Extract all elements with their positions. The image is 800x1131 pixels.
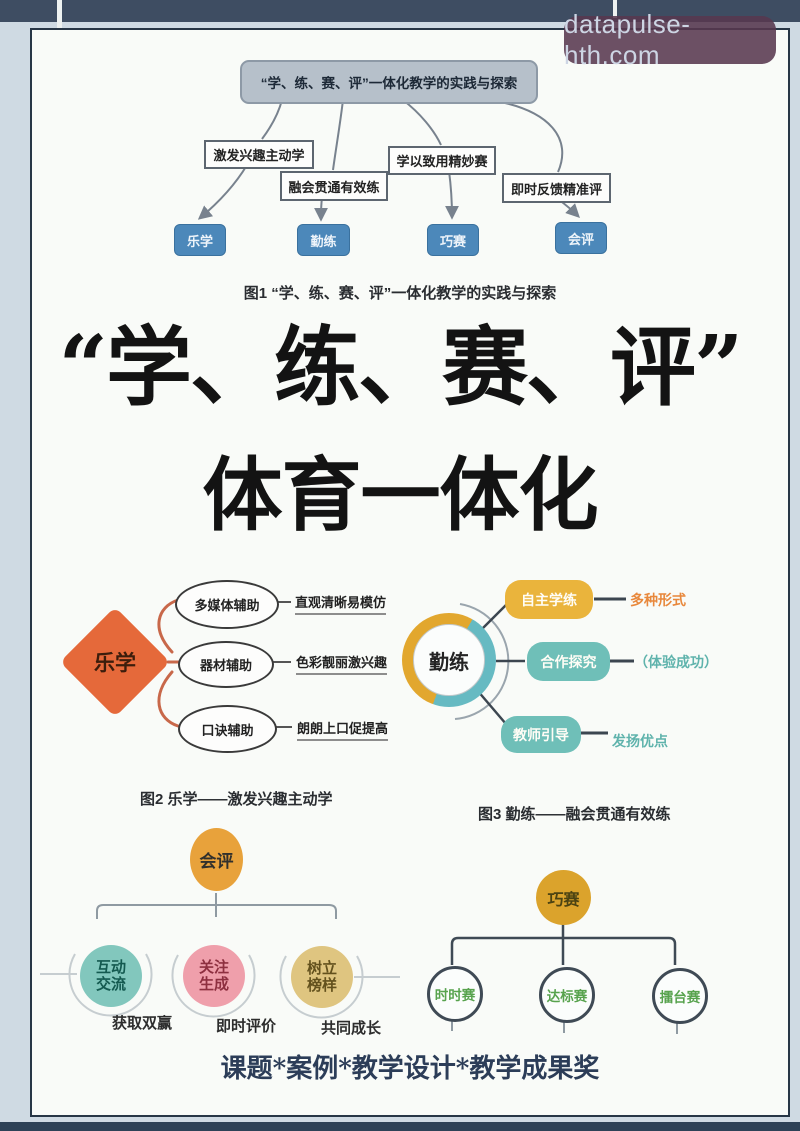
fig3-caption: 图3 勤练——融会贯通有效练 xyxy=(478,806,671,823)
fig2-node-mnemonic: 口诀辅助 xyxy=(178,705,277,753)
fig4-desc-rolemodel: 共同成长 xyxy=(321,1020,382,1037)
poster-page xyxy=(30,28,790,1117)
fig1-node-lexue: 乐学 xyxy=(174,224,226,256)
fig4-node-interaction-line1: 互动 xyxy=(95,958,126,976)
fig4-node-generation-line1: 关注 xyxy=(198,958,229,976)
fig4-node-rolemodel: 树立 榜样 xyxy=(291,946,353,1008)
fig1-branch-compete: 学以致用精妙赛 xyxy=(388,146,496,175)
fig4-node-generation: 关注 生成 xyxy=(183,945,245,1007)
fig1-branch-evaluate: 即时反馈精准评 xyxy=(502,173,611,203)
fig5-node-arenarace: 擂台赛 xyxy=(652,968,708,1024)
fig3-root-label: 勤练 xyxy=(413,624,485,696)
fig2-root-label: 乐学 xyxy=(94,652,136,675)
fig1-node-qinlian: 勤练 xyxy=(297,224,350,256)
fig3-desc-selfstudy: 多种形式 xyxy=(630,592,686,608)
fig2-desc-mnemonic: 朗朗上口促提高 xyxy=(297,718,389,741)
fig4-node-interaction-line2: 交流 xyxy=(95,976,126,993)
fig1-caption: 图1 “学、练、赛、评”一体化教学的实践与探索 xyxy=(243,285,557,302)
fig2-caption: 图2 乐学——激发兴趣主动学 xyxy=(140,791,333,808)
fig1-branch-learn: 激发兴趣主动学 xyxy=(204,140,314,169)
footer-text: 课题*案例*教学设计*教学成果奖 xyxy=(220,1054,600,1084)
fig1-root-box: “学、练、赛、评”一体化教学的实践与探索 xyxy=(240,60,538,104)
fig4-node-rolemodel-line2: 榜样 xyxy=(306,977,337,994)
fig2-node-multimedia: 多媒体辅助 xyxy=(175,580,279,629)
fig5-node-timedrace: 时时赛 xyxy=(427,966,483,1022)
fig3-desc-teacherguide: 发扬优点 xyxy=(612,733,668,749)
fig5-root-circle: 巧赛 xyxy=(536,870,591,925)
fig3-root-ring: 勤练 xyxy=(402,613,496,707)
fig4-node-interaction: 互动 交流 xyxy=(80,945,142,1007)
fig2-desc-multimedia: 直观清晰易模仿 xyxy=(295,592,387,615)
headline-line2: 体育一体化 xyxy=(202,448,599,542)
top-divider-line-left xyxy=(57,0,62,34)
fig4-desc-interaction: 获取双赢 xyxy=(112,1015,173,1032)
fig5-node-standardrace: 达标赛 xyxy=(539,967,595,1023)
fig1-node-qiaosai: 巧赛 xyxy=(427,224,479,256)
fig1-node-huiping: 会评 xyxy=(555,222,607,254)
fig4-root-oval: 会评 xyxy=(190,828,243,891)
top-divider-line-right xyxy=(613,0,617,18)
fig4-node-rolemodel-line1: 树立 xyxy=(306,959,337,977)
fig4-desc-generation: 即时评价 xyxy=(216,1018,277,1035)
fig2-node-equipment: 器材辅助 xyxy=(178,641,274,688)
watermark-badge: datapulse-hth.com xyxy=(564,9,776,70)
fig3-desc-cooperate: （体验成功） xyxy=(634,654,718,670)
fig3-node-teacherguide: 教师引导 xyxy=(501,716,581,753)
fig3-node-cooperate: 合作探究 xyxy=(527,642,610,681)
headline-line1: “学、练、赛、评” xyxy=(58,317,744,418)
watermark-text: datapulse-hth.com xyxy=(564,9,691,70)
bottom-bar xyxy=(0,1122,800,1131)
fig3-node-selfstudy: 自主学练 xyxy=(505,580,593,619)
fig2-desc-equipment: 色彩靓丽激兴趣 xyxy=(296,652,388,675)
fig4-node-generation-line2: 生成 xyxy=(198,976,229,993)
fig1-branch-practice: 融会贯通有效练 xyxy=(280,171,388,201)
